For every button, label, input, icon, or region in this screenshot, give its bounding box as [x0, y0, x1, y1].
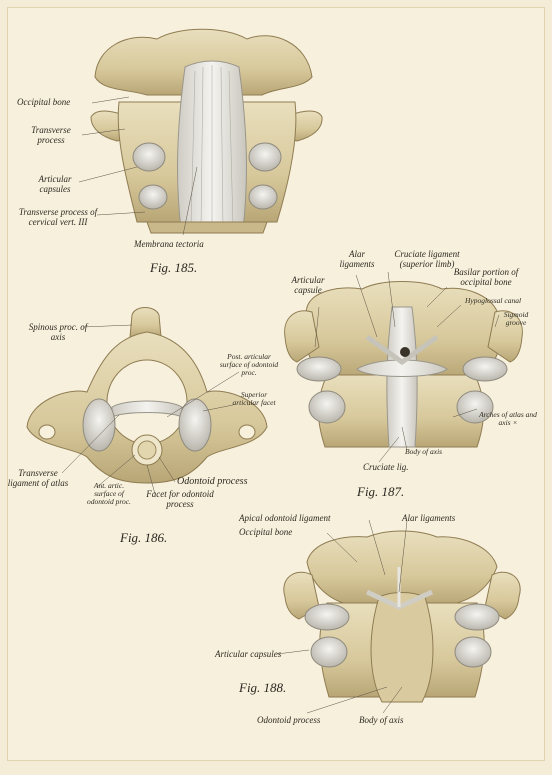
label-hypoglossal-canal: Hypoglossal canal	[465, 296, 522, 305]
label-alar-ligaments-188: Alar ligaments	[402, 513, 456, 523]
caption-fig-187: Fig. 187.	[357, 484, 405, 499]
label-articular-capsule-187: Articular capsule	[291, 275, 325, 295]
label-transverse-process-c3: Transverse process of cervical vert. III	[18, 207, 98, 227]
label-facet-for-odontoid: Facet for odontoid process	[146, 489, 214, 509]
label-transverse-process-185: Transverse process	[31, 125, 71, 145]
caption-fig-188: Fig. 188.	[239, 680, 287, 695]
label-cruciate-superior: Cruciate ligament (superior limb)	[394, 249, 460, 269]
label-articular-capsules-188: Articular capsules	[215, 649, 282, 659]
label-ant-artic-surface: Ant. artic. surface of odontoid proc.	[87, 481, 131, 506]
label-basilar-portion: Basilar portion of occipital bone	[453, 267, 519, 287]
label-post-articular-surface: Post. articular surface of odontoid proc…	[219, 352, 279, 377]
label-odontoid-process-188: Odontoid process	[257, 715, 321, 725]
label-arches-atlas-axis: Arches of atlas and axis ×	[479, 410, 537, 427]
label-spinous-proc: Spinous proc. of axis	[28, 322, 88, 342]
label-apical-odontoid: Apical odontoid ligament	[239, 513, 331, 523]
anatomy-plate: Occipital bone Transverse process Articu…	[7, 7, 545, 761]
fig185-drawing	[90, 28, 323, 234]
label-occipital-bone-185: Occipital bone	[17, 97, 71, 107]
label-body-of-axis-187: Body of axis	[405, 447, 443, 456]
label-membrana-tectoria: Membrana tectoria	[134, 239, 204, 249]
label-articular-capsules-185: Articular capsules	[38, 174, 72, 194]
label-occipital-bone-188: Occipital bone	[239, 527, 293, 537]
label-alar-ligaments-187: Alar ligaments	[339, 249, 375, 269]
illustration-canvas	[26, 28, 523, 714]
label-superior-articular-facet: Superior articular facet	[232, 390, 276, 407]
label-sigmoid-groove: Sigmoid groove	[503, 310, 529, 327]
leader-lines	[61, 96, 500, 714]
label-odontoid-process-186: Odontoid process	[177, 476, 248, 487]
label-cruciate-lig: Cruciate lig.	[363, 462, 409, 472]
caption-fig-185: Fig. 185.	[150, 260, 198, 275]
fig186-drawing	[26, 307, 268, 484]
label-transverse-ligament: Transverse ligament of atlas	[7, 468, 69, 488]
caption-fig-186: Fig. 186.	[120, 530, 168, 545]
label-body-of-axis-188: Body of axis	[359, 715, 404, 725]
fig187-drawing	[284, 281, 523, 448]
fig188-drawing	[283, 530, 521, 703]
